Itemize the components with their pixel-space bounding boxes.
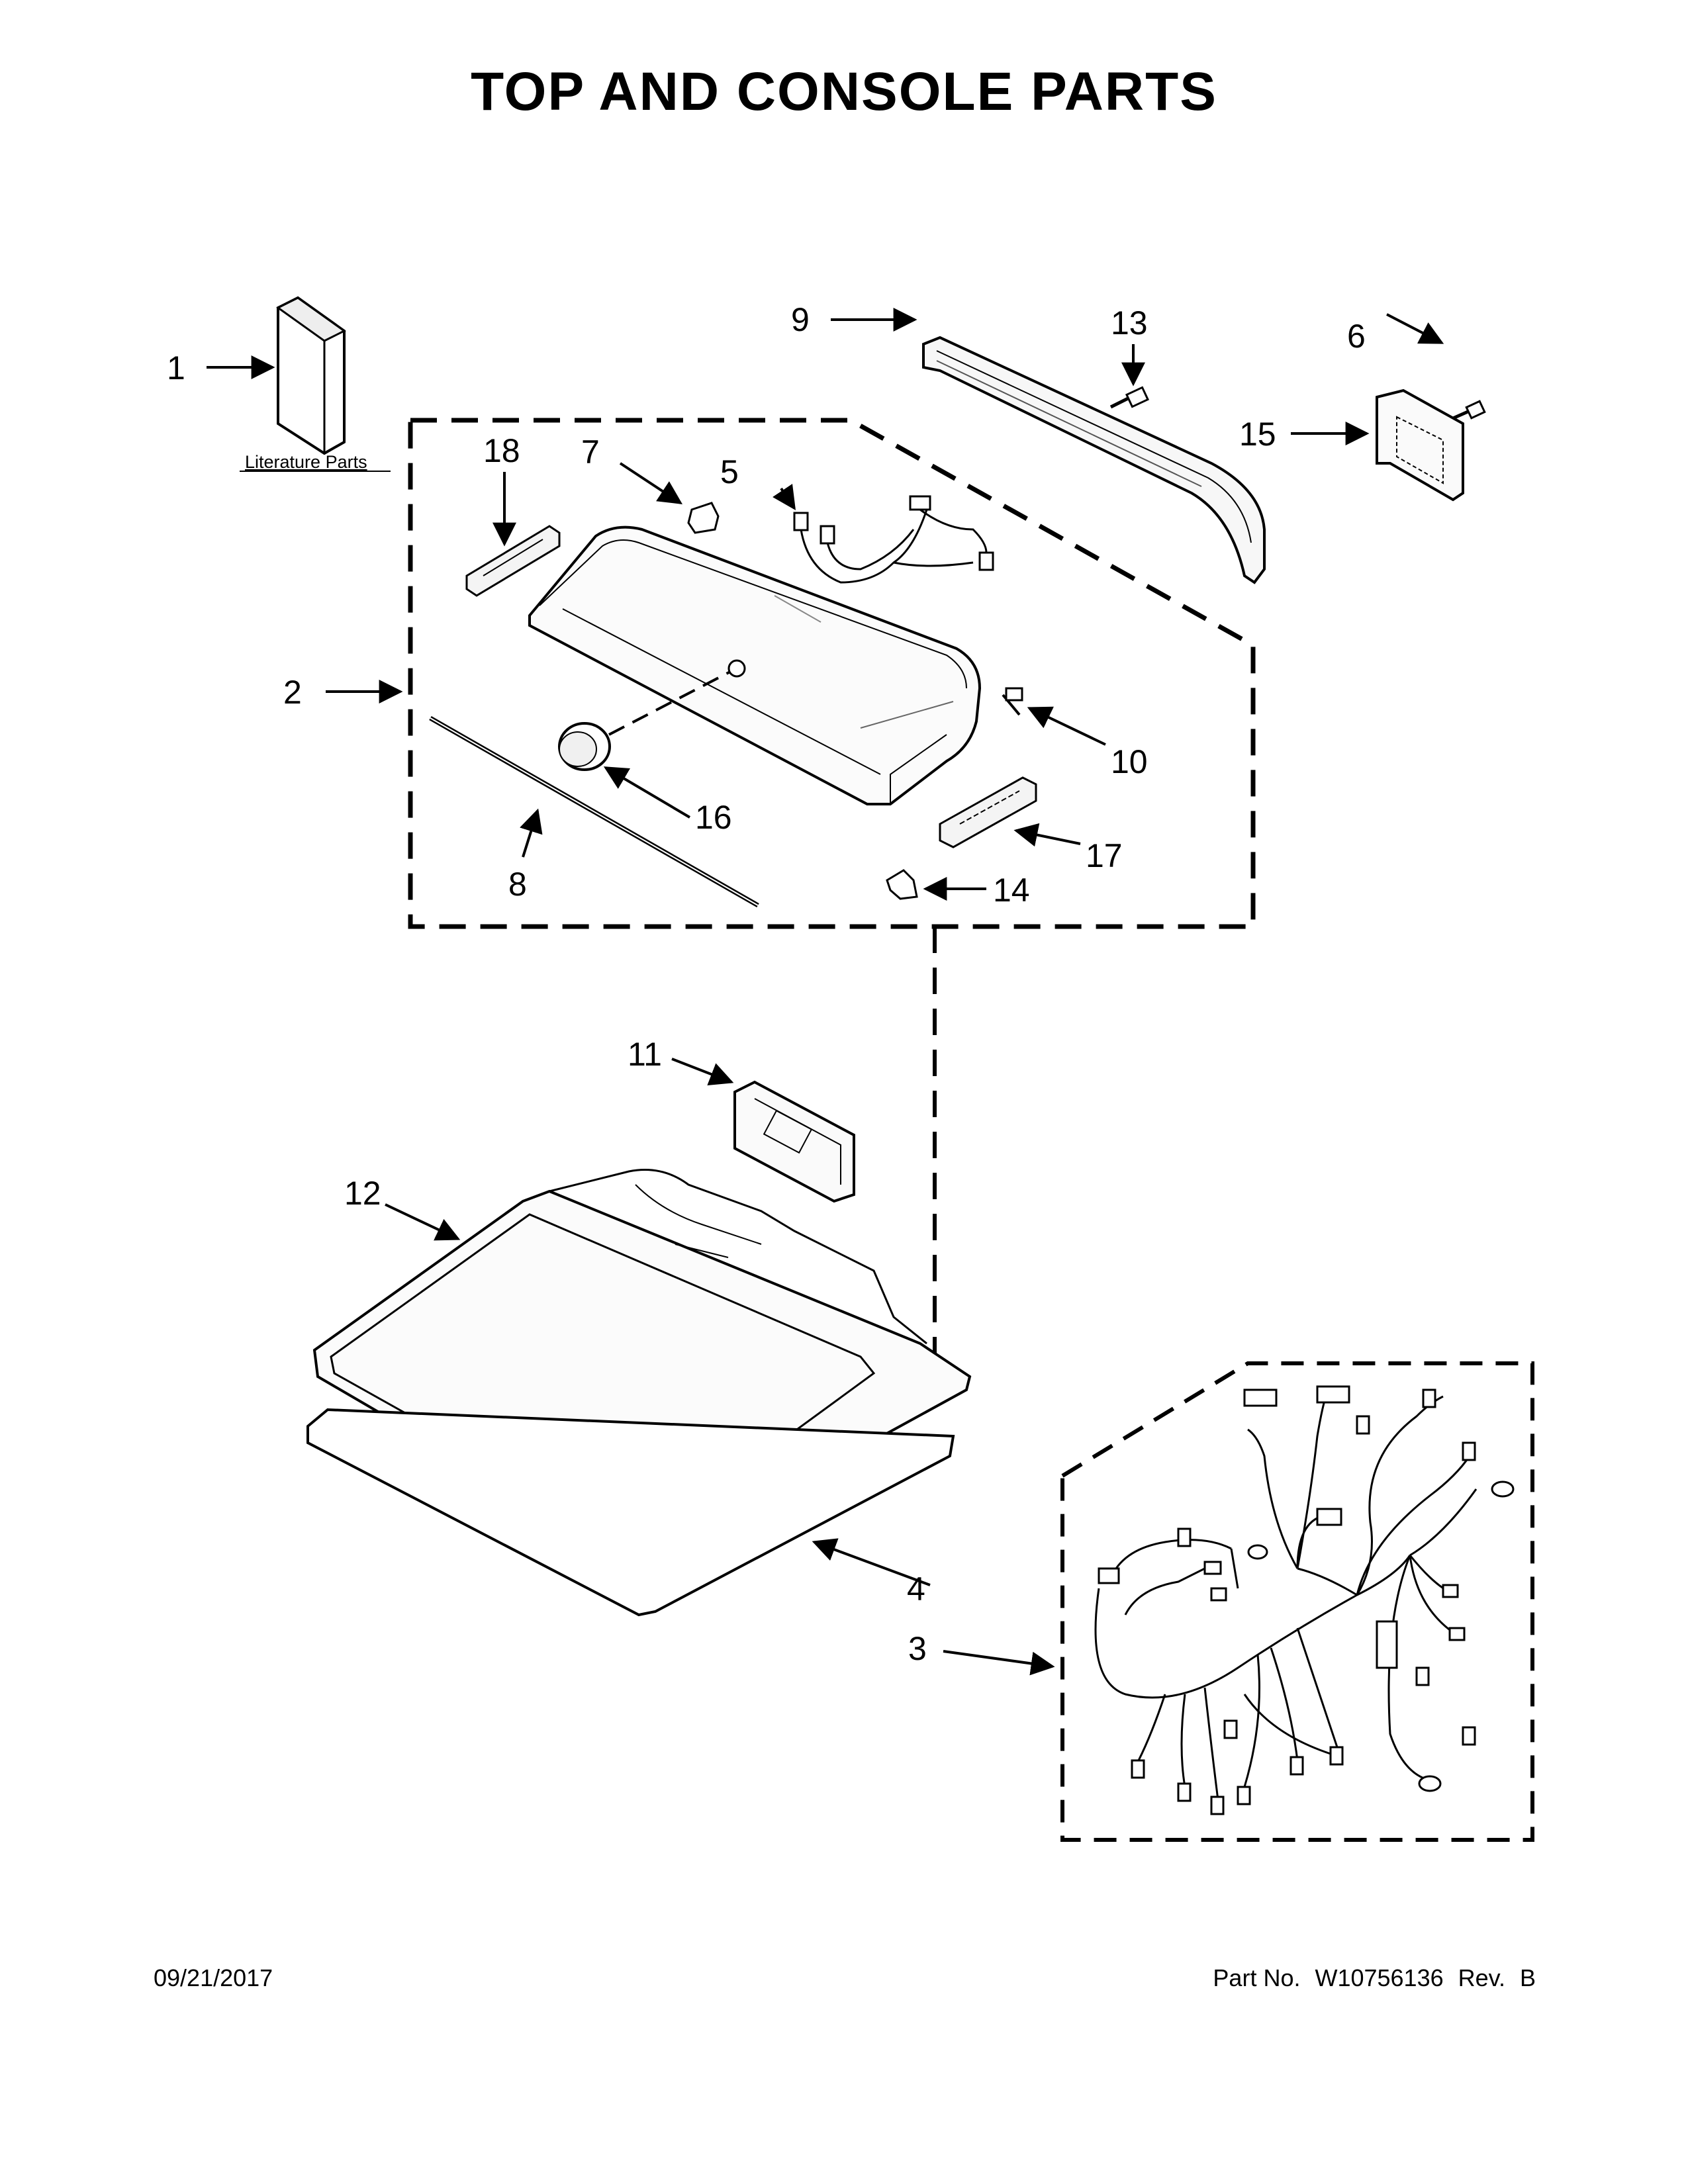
callout-15: 15 [1239,416,1276,453]
callout-12: 12 [344,1175,381,1212]
console-assembly-group-outline [408,418,1256,929]
console-housing-part [528,525,982,805]
callout-2: 2 [283,674,302,711]
callout-3: 3 [908,1630,927,1667]
rev-label: Rev. [1458,1964,1505,1991]
clip-part-7 [687,502,720,534]
callout-9: 9 [791,301,810,338]
part-number: W10756136 [1315,1964,1444,1991]
screw-part-6 [1452,400,1486,420]
callout-1: 1 [167,349,185,387]
literature-parts-label: Literature Parts [245,452,367,472]
console-trim-part [922,336,1266,584]
callout-18: 18 [483,432,520,469]
callout-7: 7 [581,433,600,471]
bracket-part-15 [1376,388,1464,502]
main-wire-harness-part-3 [1094,1385,1515,1815]
part-label: Part No. [1213,1964,1301,1991]
page-title: TOP AND CONSOLE PARTS [471,62,1217,122]
knob-part-16 [558,722,611,771]
callout-17: 17 [1086,837,1123,874]
callout-13: 13 [1111,304,1148,341]
knob-shaft [727,659,746,678]
callout-5: 5 [720,453,739,490]
callout-16: 16 [695,799,732,836]
control-board-part-11 [733,1080,855,1203]
clip-part-14 [886,869,918,900]
footer-part-number: Part No. W10756136 Rev. B [1213,1964,1536,1992]
knob-alignment-line [608,670,731,736]
footer-date: 09/21/2017 [154,1964,273,1991]
leader-arrows [207,308,1444,1676]
rev-value: B [1519,1964,1536,1991]
wire-harness-part-5 [793,495,994,584]
callout-14: 14 [993,872,1030,909]
callout-4: 4 [907,1570,925,1608]
wire-harness-group-outline [1060,1361,1534,1842]
callout-6: 6 [1347,318,1366,355]
bracket-part-17 [939,776,1037,848]
pad-part-4 [306,1408,955,1617]
bracket-part-18 [465,525,561,597]
screw-part-10 [1002,687,1023,716]
callout-11: 11 [628,1036,662,1073]
literature-booklet-part [276,296,346,455]
callout-8: 8 [508,866,527,903]
callout-10: 10 [1111,743,1148,780]
screw-part-13 [1109,386,1150,409]
